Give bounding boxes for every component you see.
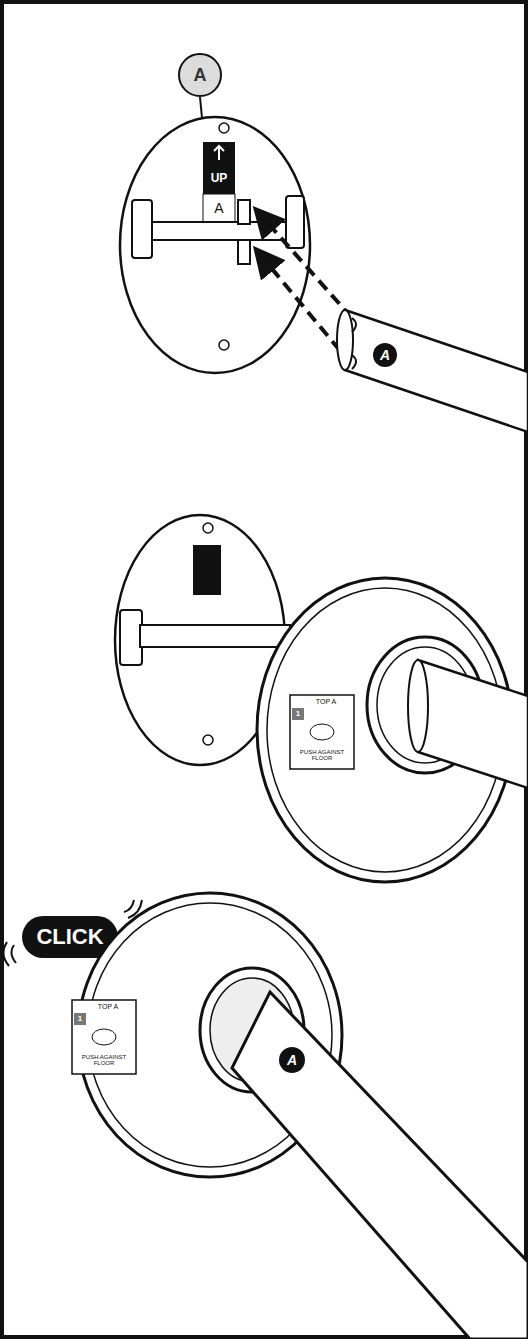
click-badge: CLICK xyxy=(36,925,103,948)
part-letter: A xyxy=(287,1053,297,1068)
sticker-text: TOP A xyxy=(98,1003,118,1010)
callout-circle: A xyxy=(178,53,222,97)
up-label: UP xyxy=(211,172,228,185)
sticker-text: PUSH AGAINST FLOOR xyxy=(75,1054,133,1067)
callout-letter: A xyxy=(194,65,207,86)
part-letter: A xyxy=(214,201,223,216)
part-letter: A xyxy=(380,348,390,363)
sticker-text: TOP A xyxy=(316,698,336,705)
sticker-text: PUSH AGAINST FLOOR xyxy=(293,749,351,762)
step-number: 1 xyxy=(78,1015,82,1023)
step-number: 1 xyxy=(296,710,300,718)
